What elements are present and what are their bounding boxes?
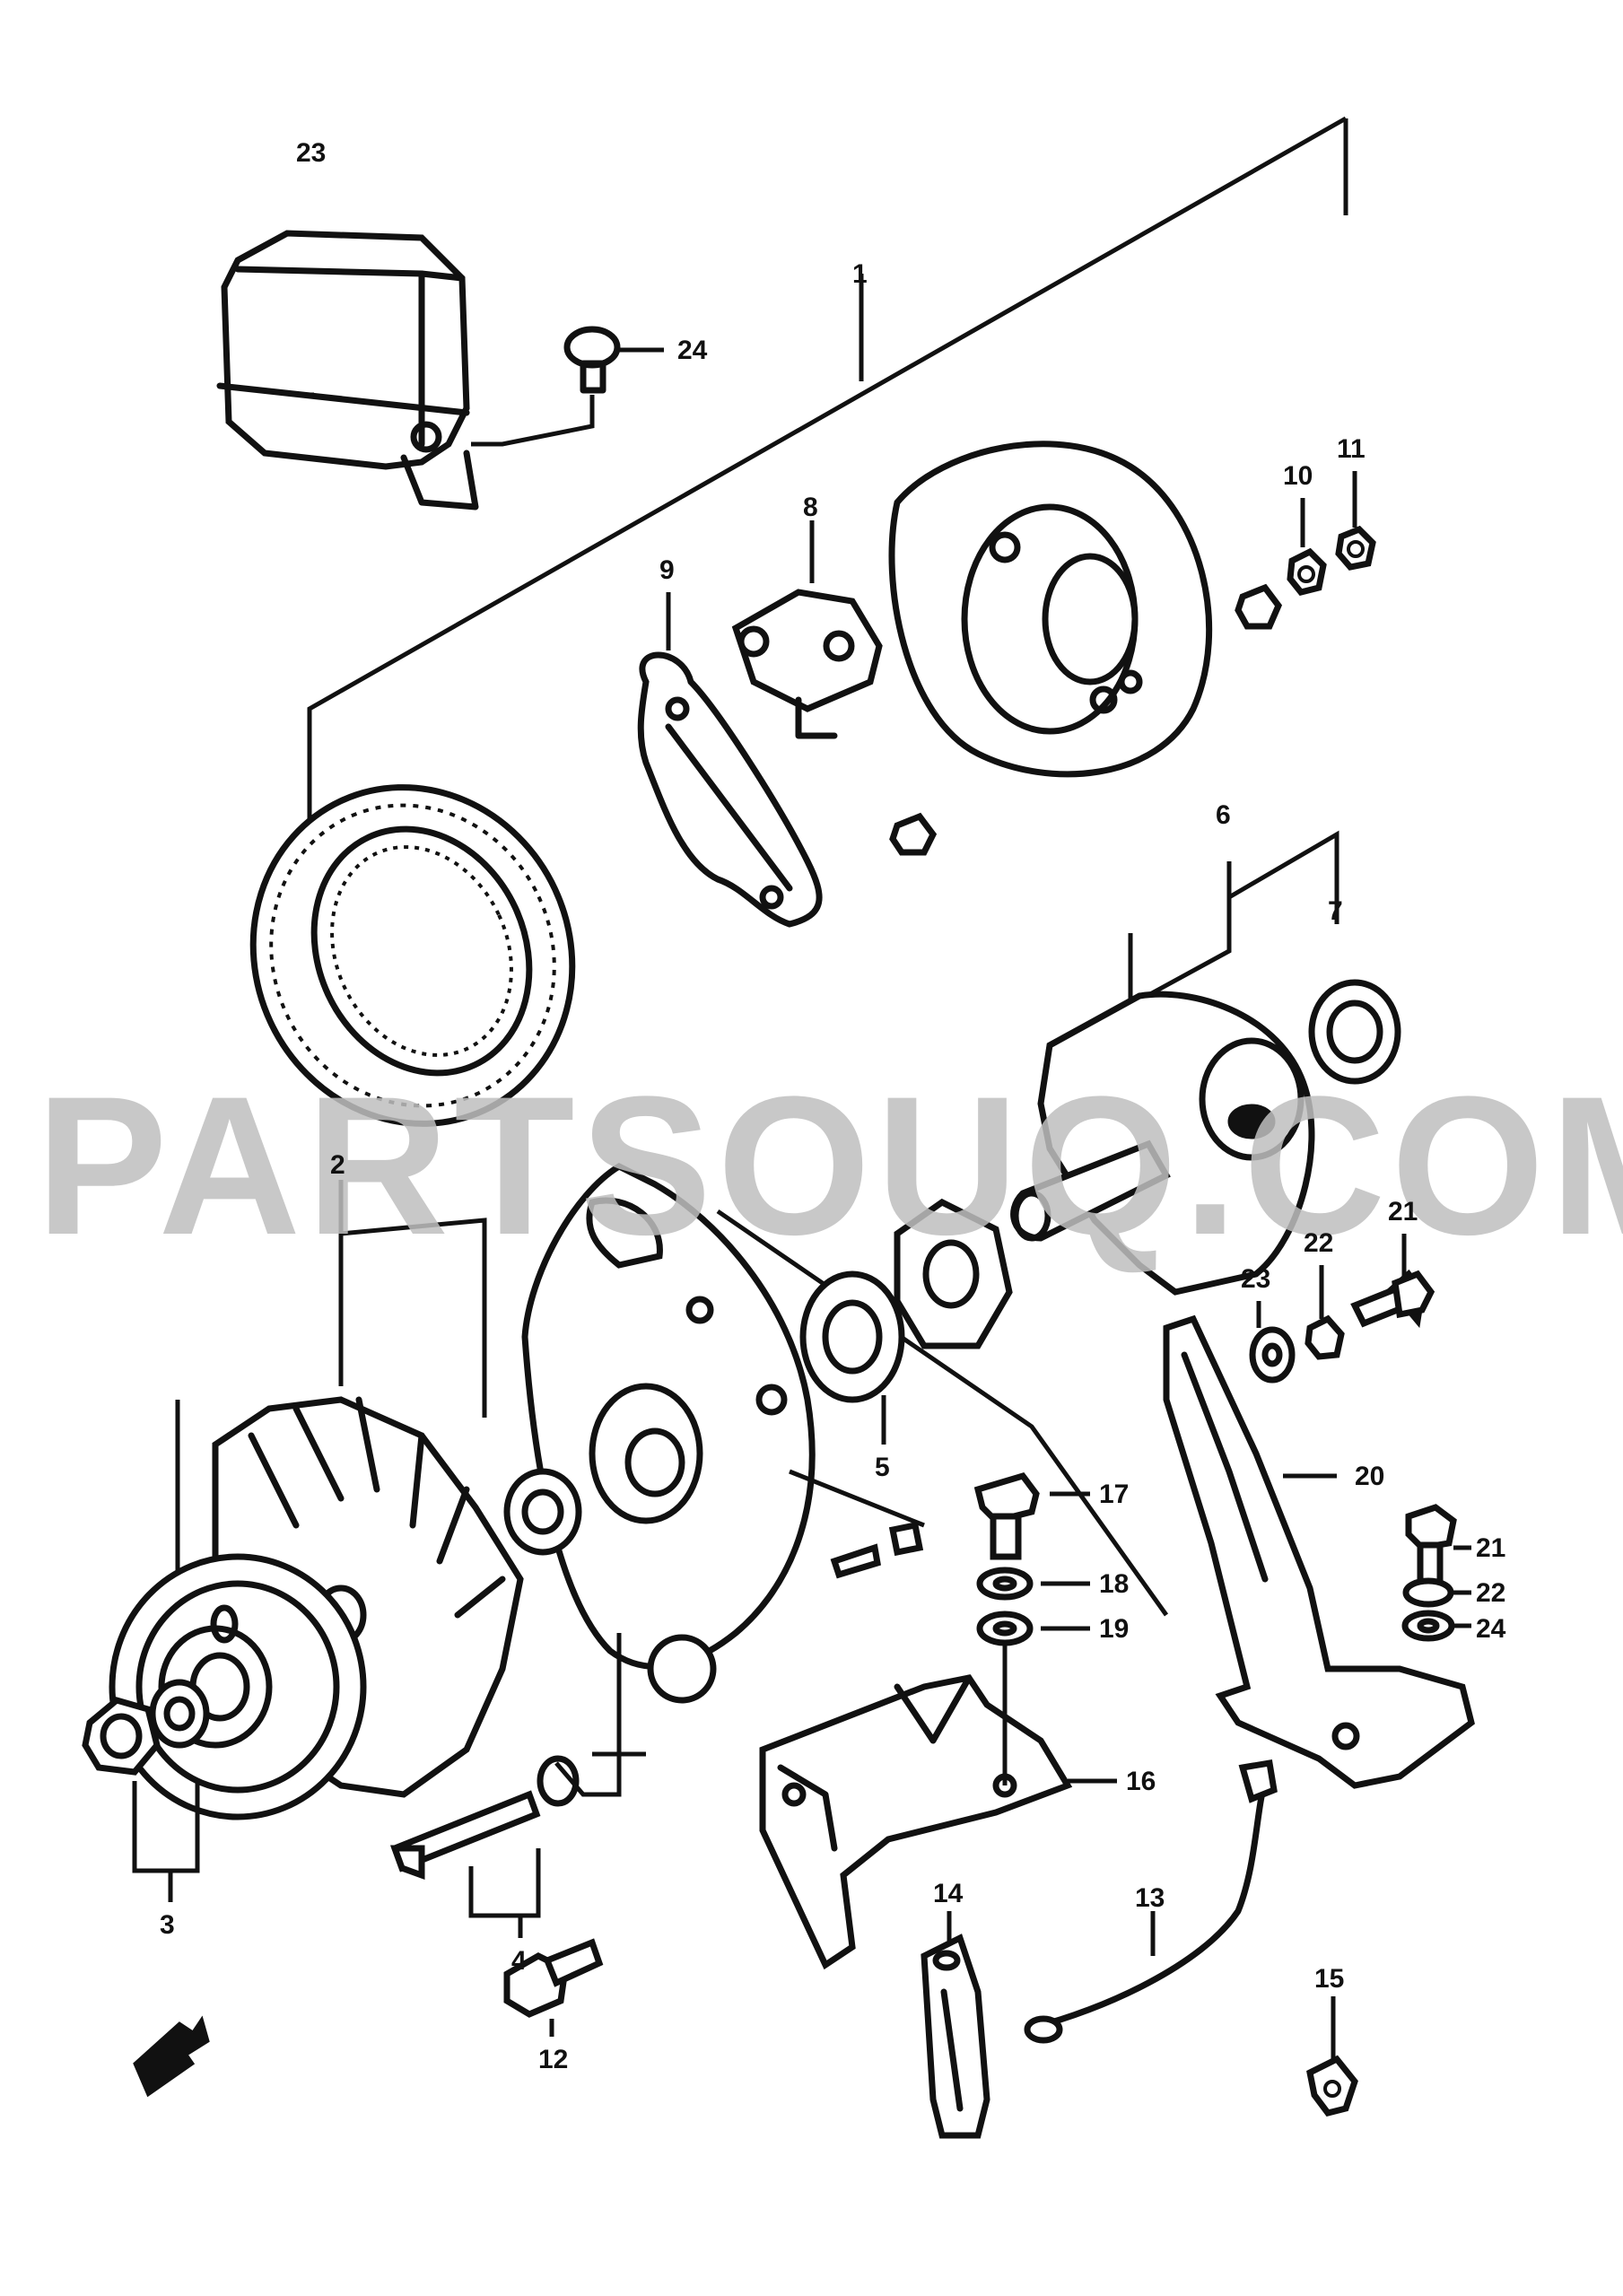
callout-10: 10 (1283, 461, 1313, 491)
spacer[interactable] (503, 1468, 582, 1556)
part-18-washer[interactable] (976, 1567, 1034, 1601)
part-26-screw[interactable] (563, 326, 621, 394)
callout-23: 23 (1241, 1264, 1270, 1294)
part-1-stator[interactable] (198, 735, 627, 1176)
part-24-washer[interactable] (1401, 1610, 1455, 1642)
part-25-regulator[interactable] (216, 230, 479, 511)
callout-15: 15 (1314, 1964, 1344, 1994)
callout-9: 9 (659, 555, 675, 585)
part-14-clip[interactable] (921, 1934, 990, 2139)
nut[interactable] (888, 1521, 924, 1557)
callout-24: 24 (1476, 1614, 1506, 1644)
part-15-clamp[interactable] (1306, 2055, 1358, 2117)
callout-17: 17 (1099, 1480, 1129, 1509)
nut[interactable] (889, 812, 938, 856)
rear-housing[interactable] (888, 441, 1213, 778)
callout-16: 16 (1126, 1767, 1156, 1796)
callout-22a: 22 (1304, 1228, 1333, 1258)
callout-5: 5 (875, 1453, 890, 1482)
part-20-adjusting-arm[interactable] (1163, 1314, 1475, 1789)
part-3-nut-washer[interactable] (82, 1679, 210, 1776)
screw[interactable] (830, 1543, 881, 1579)
callout-labels: 23 24 1 8 9 10 11 6 7 2 21 22 23 5 20 17… (160, 138, 1506, 2074)
part-8-brush-holder[interactable] (731, 589, 883, 739)
callout-26: 24 (677, 336, 708, 365)
callout-18: 18 (1099, 1569, 1129, 1599)
callout-6: 6 (1216, 800, 1231, 830)
callout-7: 7 (1328, 896, 1343, 926)
callout-13: 13 (1135, 1883, 1165, 1913)
part-12-bolt[interactable] (503, 1938, 604, 2018)
pulley[interactable] (109, 1553, 367, 1820)
bearing-retainer[interactable] (894, 1198, 1013, 1349)
callout-4: 4 (511, 1946, 527, 1976)
callout-8: 8 (803, 493, 818, 522)
nut[interactable] (1235, 583, 1283, 630)
part-7-bearing[interactable] (1308, 979, 1401, 1085)
part-5-bearing[interactable] (799, 1270, 905, 1403)
callout-21b: 21 (1476, 1533, 1505, 1563)
callout-20: 20 (1355, 1462, 1384, 1491)
part-16-bracket[interactable] (759, 1674, 1073, 1970)
callout-1: 1 (852, 259, 868, 289)
callout-22b: 22 (1476, 1578, 1505, 1608)
callout-3: 3 (160, 1910, 175, 1940)
watermark: PARTSOUQ.COM (36, 1055, 1623, 1276)
part-6-rotor[interactable] (1010, 991, 1315, 1296)
part-9-brush-plate[interactable] (637, 651, 823, 928)
part-11-nut[interactable] (1335, 525, 1376, 571)
part-21-bolt-lower[interactable] (1405, 1504, 1457, 1589)
part-17-bolt[interactable] (973, 1471, 1040, 1560)
callout-21a: 21 (1388, 1197, 1418, 1227)
part-22-nut-lower[interactable] (1402, 1577, 1454, 1608)
callout-25: 23 (296, 138, 326, 168)
part-19-washer[interactable] (976, 1611, 1034, 1646)
callout-11: 11 (1337, 434, 1366, 464)
callout-19: 19 (1099, 1614, 1129, 1644)
callout-14: 14 (933, 1879, 964, 1908)
callout-12: 12 (538, 2045, 568, 2074)
callout-2: 2 (330, 1150, 345, 1180)
front-direction-arrow-icon (133, 2015, 210, 2098)
front-housing[interactable] (521, 1163, 816, 1704)
part-22-nut[interactable] (1305, 1314, 1345, 1360)
part-4-bolt[interactable] (390, 1755, 580, 1880)
part-21-bolt[interactable] (1350, 1269, 1435, 1329)
part-23-washer[interactable] (1249, 1326, 1296, 1384)
part-13-ground-wire[interactable] (1024, 1759, 1278, 2044)
part-10-nut[interactable] (1287, 547, 1327, 596)
